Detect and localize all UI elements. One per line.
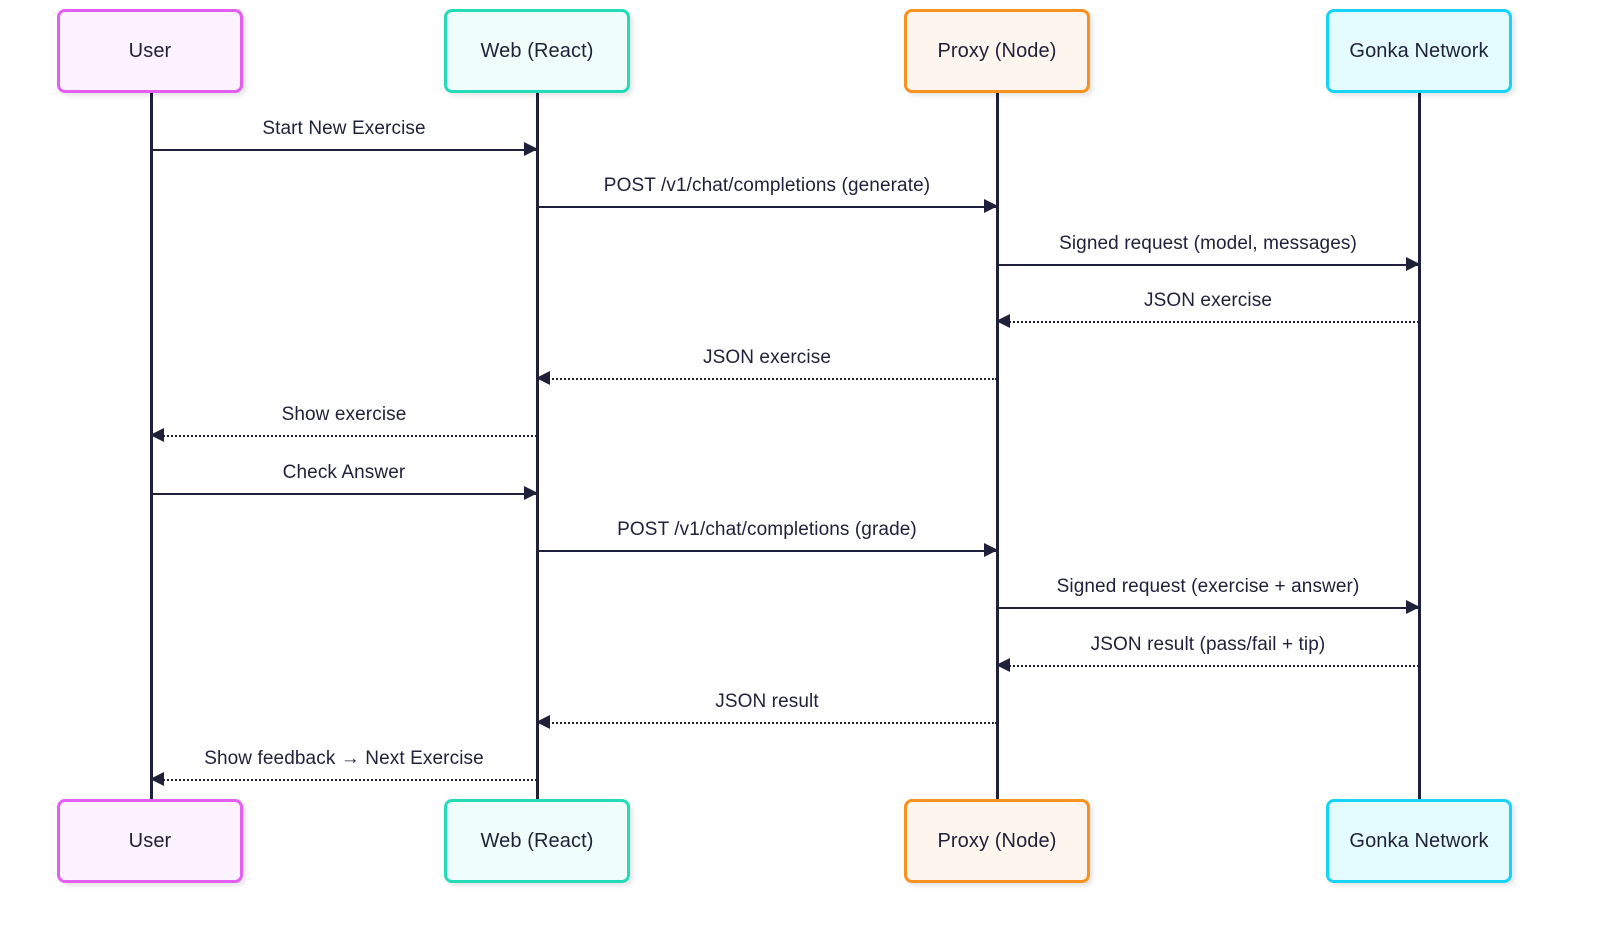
participant-box-web-header[interactable]: Web (React): [444, 9, 630, 93]
message-label: Check Answer: [282, 462, 406, 483]
message-line: [151, 435, 537, 437]
message-label: Signed request (exercise + answer): [1056, 576, 1360, 597]
message-label: JSON exercise: [1143, 290, 1272, 311]
message-line: [151, 779, 537, 781]
message-label: Start New Exercise: [262, 118, 426, 139]
arrowhead-left-icon: [150, 772, 164, 786]
participant-box-user-footer[interactable]: User: [57, 799, 243, 883]
message-label: JSON result (pass/fail + tip): [1090, 634, 1326, 655]
participant-box-proxy-header[interactable]: Proxy (Node): [904, 9, 1090, 93]
arrowhead-right-icon: [1406, 257, 1420, 271]
message-line: [537, 722, 997, 724]
participant-label: Proxy (Node): [937, 39, 1057, 62]
message-line: [997, 665, 1419, 667]
message-line: [537, 378, 997, 380]
message-label: JSON exercise: [702, 347, 831, 368]
arrowhead-left-icon: [996, 658, 1010, 672]
message-label: POST /v1/chat/completions (grade): [617, 519, 917, 540]
participant-box-user-header[interactable]: User: [57, 9, 243, 93]
arrowhead-left-icon: [536, 715, 550, 729]
arrowhead-right-icon: [524, 142, 538, 156]
message-label: Show feedback → Next Exercise: [204, 748, 484, 769]
message-label: POST /v1/chat/completions (generate): [603, 175, 931, 196]
participant-box-gonka-header[interactable]: Gonka Network: [1326, 9, 1512, 93]
participant-label: User: [128, 39, 172, 62]
arrowhead-left-icon: [536, 371, 550, 385]
message-line: [997, 321, 1419, 323]
participant-label: Web (React): [480, 39, 594, 62]
participant-label: Proxy (Node): [937, 829, 1057, 852]
arrowhead-left-icon: [150, 428, 164, 442]
lifeline-proxy: [996, 93, 999, 799]
message-line: [537, 550, 997, 552]
participant-label: Gonka Network: [1349, 829, 1489, 852]
message-label: Signed request (model, messages): [1059, 233, 1357, 254]
arrowhead-right-icon: [524, 486, 538, 500]
participant-box-proxy-footer[interactable]: Proxy (Node): [904, 799, 1090, 883]
arrowhead-left-icon: [996, 314, 1010, 328]
message-label: Show exercise: [281, 404, 407, 425]
message-line: [151, 149, 537, 151]
participant-label: User: [128, 829, 172, 852]
message-line: [537, 206, 997, 208]
participant-box-web-footer[interactable]: Web (React): [444, 799, 630, 883]
participant-label: Gonka Network: [1349, 39, 1489, 62]
lifeline-gonka: [1418, 93, 1421, 799]
lifeline-web: [536, 93, 539, 799]
lifeline-user: [150, 93, 153, 799]
arrowhead-right-icon: [984, 543, 998, 557]
message-line: [997, 607, 1419, 609]
message-line: [997, 264, 1419, 266]
participant-box-gonka-footer[interactable]: Gonka Network: [1326, 799, 1512, 883]
message-label: JSON result: [715, 691, 819, 712]
arrowhead-right-icon: [984, 199, 998, 213]
participant-label: Web (React): [480, 829, 594, 852]
message-line: [151, 493, 537, 495]
arrowhead-right-icon: [1406, 600, 1420, 614]
